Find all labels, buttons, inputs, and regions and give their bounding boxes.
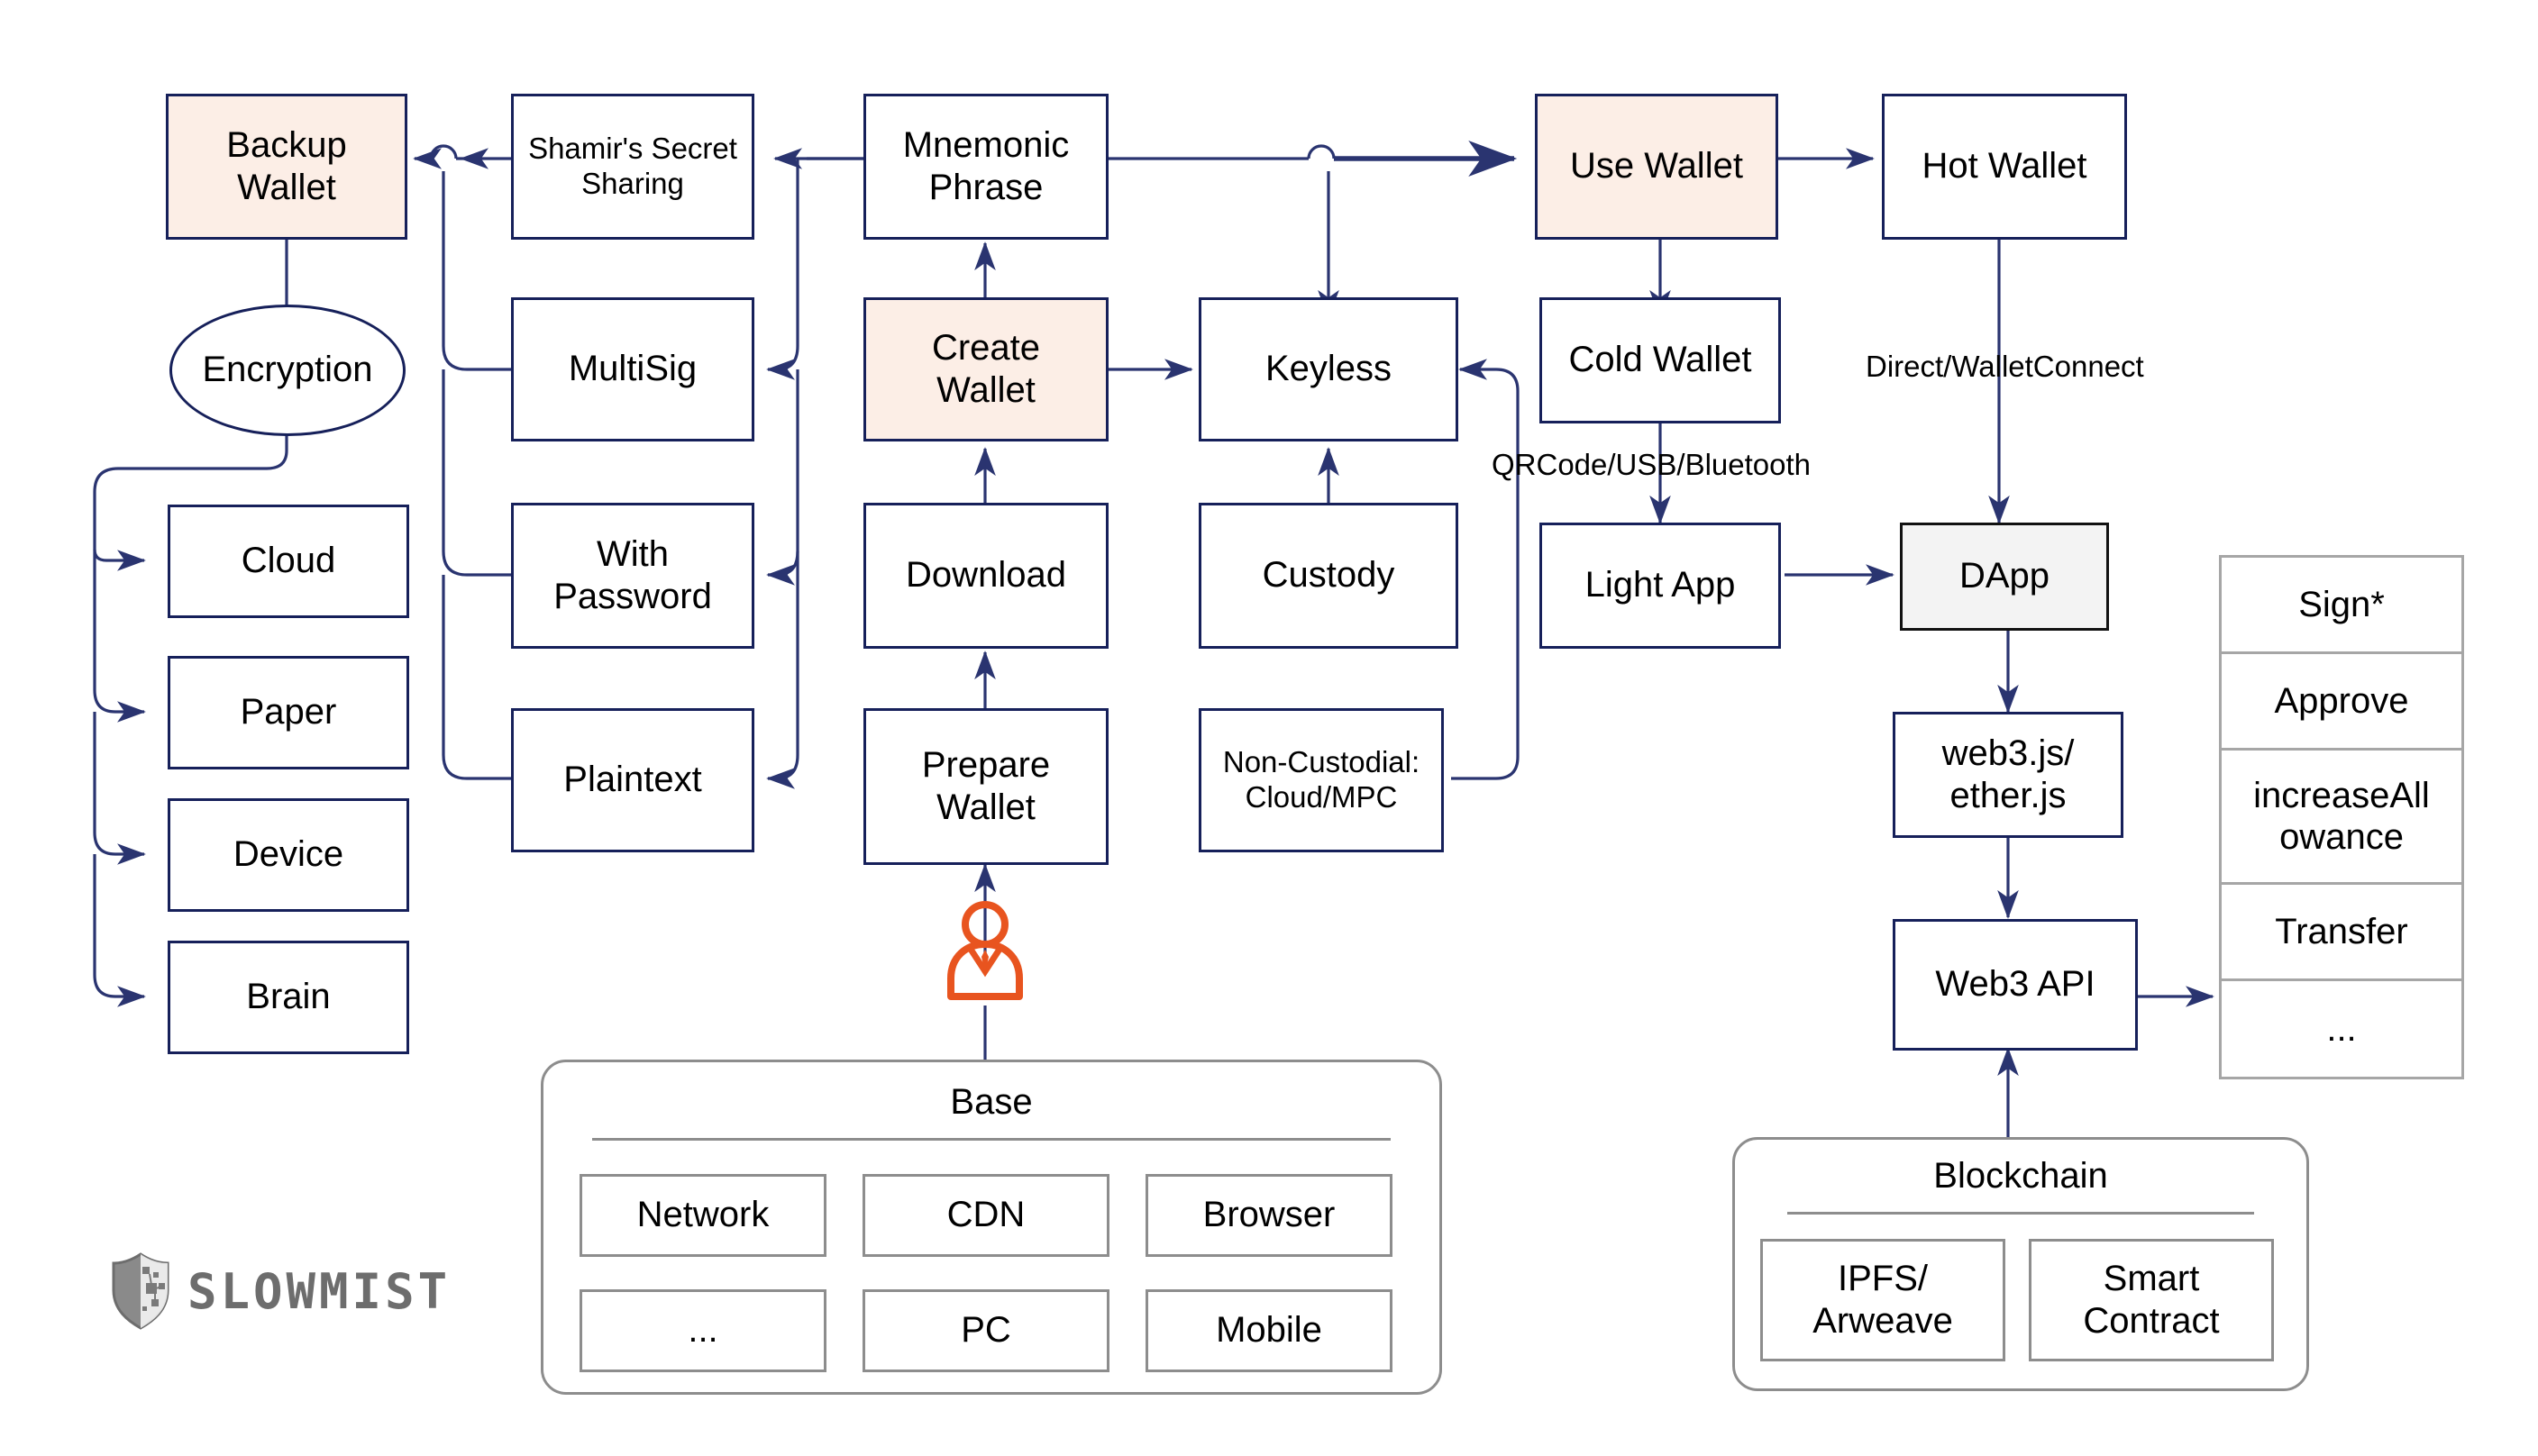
node-encryption[interactable]: Encryption (169, 305, 406, 436)
node-keyless[interactable]: Keyless (1199, 297, 1458, 441)
node-cold-wallet[interactable]: Cold Wallet (1539, 297, 1781, 423)
slowmist-logo: SLOWMIST (106, 1252, 451, 1330)
slowmist-logo-text: SLOWMIST (187, 1262, 452, 1320)
base-item-more[interactable]: ... (580, 1289, 826, 1372)
group-blockchain: Blockchain IPFS/ Arweave Smart Contract (1732, 1137, 2309, 1391)
node-web3js[interactable]: web3.js/ ether.js (1893, 712, 2123, 838)
node-plaintext[interactable]: Plaintext (511, 708, 754, 852)
base-item-network[interactable]: Network (580, 1174, 826, 1257)
node-custody[interactable]: Custody (1199, 503, 1458, 649)
node-cloud[interactable]: Cloud (168, 505, 409, 618)
action-list-item-increaseallowance[interactable]: increaseAll owance (2219, 748, 2464, 885)
edge-label-direct-walletconnect: Direct/WalletConnect (1866, 350, 2144, 383)
node-device[interactable]: Device (168, 798, 409, 912)
edge-label-qrcode-usb-bluetooth: QRCode/USB/Bluetooth (1492, 448, 1812, 481)
action-list-item-more[interactable]: ... (2219, 978, 2464, 1079)
group-base-divider (592, 1138, 1391, 1141)
base-item-browser[interactable]: Browser (1146, 1174, 1392, 1257)
action-list-item-sign[interactable]: Sign* (2219, 555, 2464, 654)
node-paper[interactable]: Paper (168, 656, 409, 769)
action-list-item-approve[interactable]: Approve (2219, 651, 2464, 751)
group-base: Base Network CDN Browser ... PC Mobile (541, 1060, 1442, 1395)
node-use-wallet[interactable]: Use Wallet (1535, 94, 1778, 240)
base-item-cdn[interactable]: CDN (863, 1174, 1109, 1257)
node-backup-wallet[interactable]: Backup Wallet (166, 94, 407, 240)
node-with-password[interactable]: With Password (511, 503, 754, 649)
node-non-custodial[interactable]: Non-Custodial: Cloud/MPC (1199, 708, 1444, 852)
node-light-app[interactable]: Light App (1539, 523, 1781, 649)
group-base-title: Base (950, 1082, 1033, 1122)
node-mnemonic-phrase[interactable]: Mnemonic Phrase (863, 94, 1109, 240)
blockchain-item-ipfs-arweave[interactable]: IPFS/ Arweave (1760, 1239, 2005, 1361)
shield-icon (112, 1252, 169, 1330)
group-blockchain-divider (1787, 1212, 2254, 1215)
group-blockchain-title: Blockchain (1933, 1156, 2108, 1196)
action-list-item-transfer[interactable]: Transfer (2219, 882, 2464, 981)
node-web3-api[interactable]: Web3 API (1893, 919, 2138, 1051)
node-multisig[interactable]: MultiSig (511, 297, 754, 441)
node-create-wallet[interactable]: Create Wallet (863, 297, 1109, 441)
base-item-pc[interactable]: PC (863, 1289, 1109, 1372)
node-brain[interactable]: Brain (168, 941, 409, 1054)
blockchain-item-smart-contract[interactable]: Smart Contract (2029, 1239, 2274, 1361)
node-dapp[interactable]: DApp (1900, 523, 2109, 631)
node-prepare-wallet[interactable]: Prepare Wallet (863, 708, 1109, 865)
node-hot-wallet[interactable]: Hot Wallet (1882, 94, 2127, 240)
node-shamirs-secret-sharing[interactable]: Shamir's Secret Sharing (511, 94, 754, 240)
base-item-mobile[interactable]: Mobile (1146, 1289, 1392, 1372)
user-actor-icon (945, 901, 1026, 1000)
node-download[interactable]: Download (863, 503, 1109, 649)
